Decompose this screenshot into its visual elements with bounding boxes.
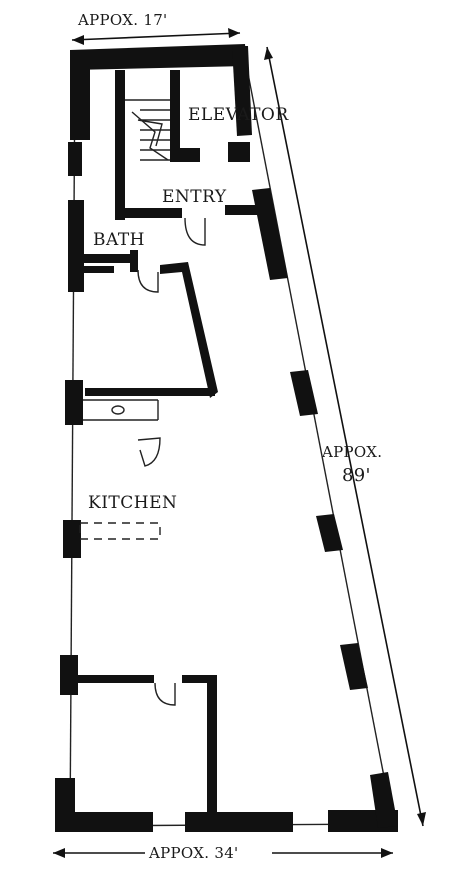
elevator-label: ELEVATOR bbox=[188, 105, 289, 125]
bath-label: BATH bbox=[93, 230, 145, 250]
entry-label: ENTRY bbox=[162, 187, 227, 207]
door-swings bbox=[137, 217, 206, 706]
top-dimension-label: APPOX. 17' bbox=[77, 11, 167, 29]
right-dimension-label-line1: APPOX. bbox=[321, 443, 382, 461]
kitchen-fixtures bbox=[79, 399, 161, 540]
dimension-top-arrow bbox=[71, 28, 241, 45]
right-dimension-label-line2: 89' bbox=[342, 465, 371, 486]
kitchen-label: KITCHEN bbox=[88, 493, 177, 513]
stair-fixtures bbox=[125, 99, 170, 161]
dimension-right-arrow bbox=[264, 46, 426, 827]
heavy-walls bbox=[55, 44, 398, 832]
bottom-dimension-label: APPOX. 34' bbox=[148, 844, 238, 862]
dimension-bottom-arrow bbox=[53, 848, 393, 858]
